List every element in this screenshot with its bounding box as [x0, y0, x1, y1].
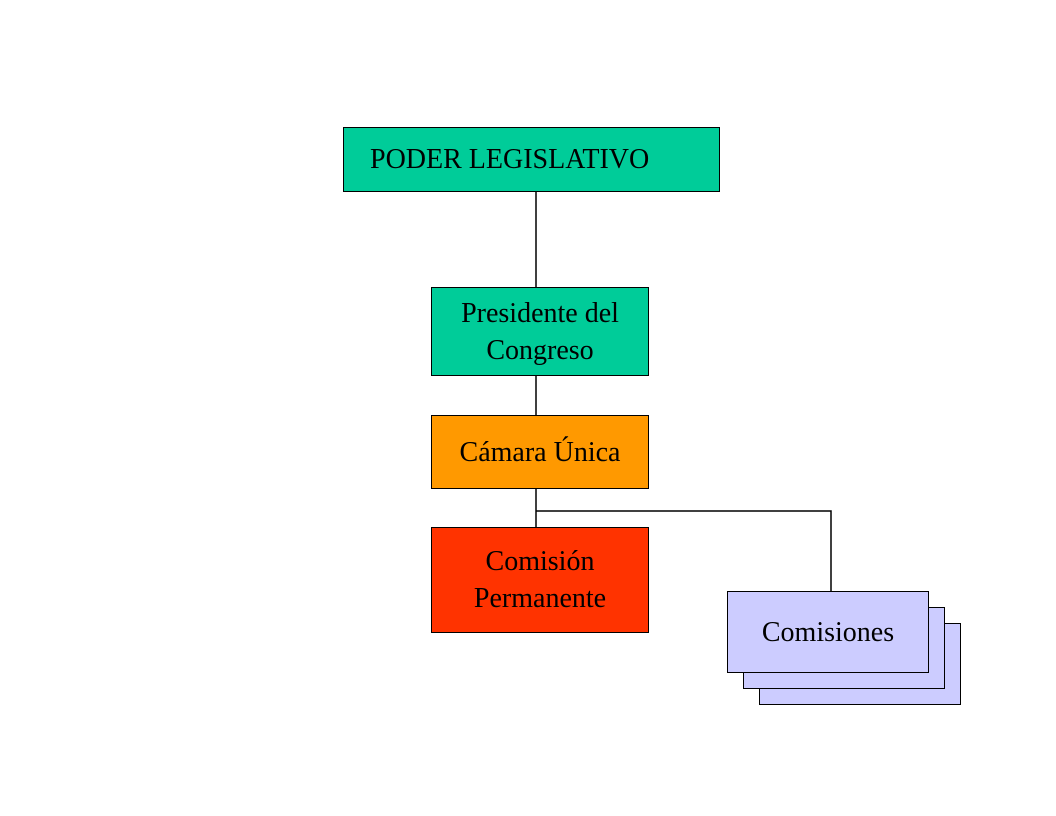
node-label-comisiones: Comisiones — [761, 616, 895, 648]
node-label-poder-legislativo: PODER LEGISLATIVO — [370, 144, 650, 175]
node-camara-unica: Cámara Única — [431, 415, 649, 489]
node-poder-legislativo: PODER LEGISLATIVO — [343, 127, 720, 192]
node-label-camara-unica: Cámara Única — [459, 436, 621, 468]
node-label-comision-permanente: Comisión Permanente — [473, 546, 607, 614]
node-label-presidente-del-congreso: Presidente del Congreso — [461, 297, 619, 366]
node-presidente-del-congreso: Presidente del Congreso — [431, 287, 649, 376]
node-comisiones: Comisiones — [727, 591, 929, 673]
node-comision-permanente: Comisión Permanente — [431, 527, 649, 633]
